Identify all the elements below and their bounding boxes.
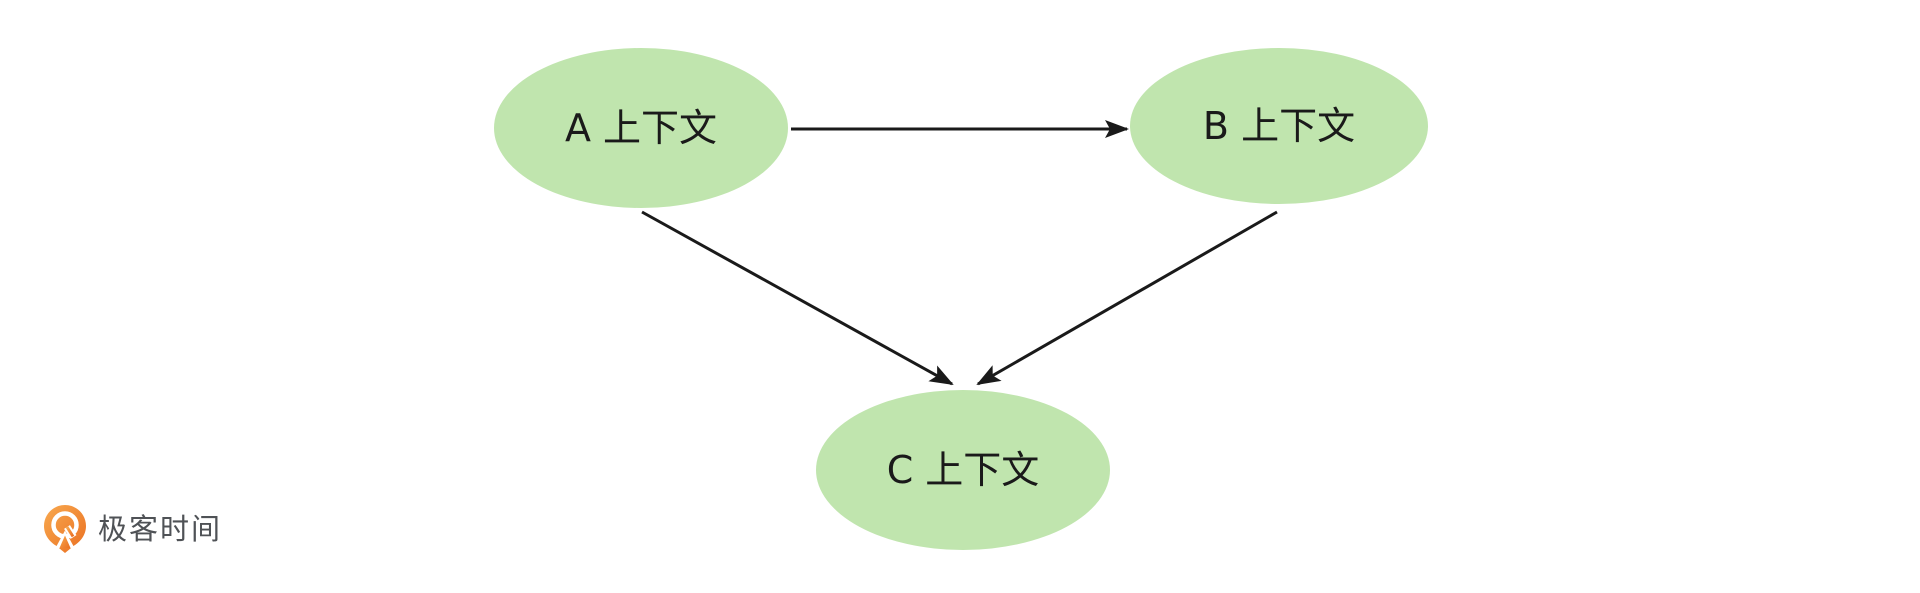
node-c-label: C 上下文 <box>887 448 1040 492</box>
edge-a-to-c <box>641 210 954 386</box>
geektime-pin-icon <box>44 505 86 553</box>
node-b-label: B 上下文 <box>1203 104 1355 148</box>
node-b-context: B 上下文 <box>1130 48 1428 204</box>
node-c-context: C 上下文 <box>816 390 1110 550</box>
geektime-logo-text: 极客时间 <box>98 512 223 546</box>
geektime-logo: 极客时间 <box>43 504 222 554</box>
node-a-label: A 上下文 <box>565 106 717 150</box>
edge-b-to-c <box>976 210 1278 386</box>
node-a-context: A 上下文 <box>494 48 788 208</box>
